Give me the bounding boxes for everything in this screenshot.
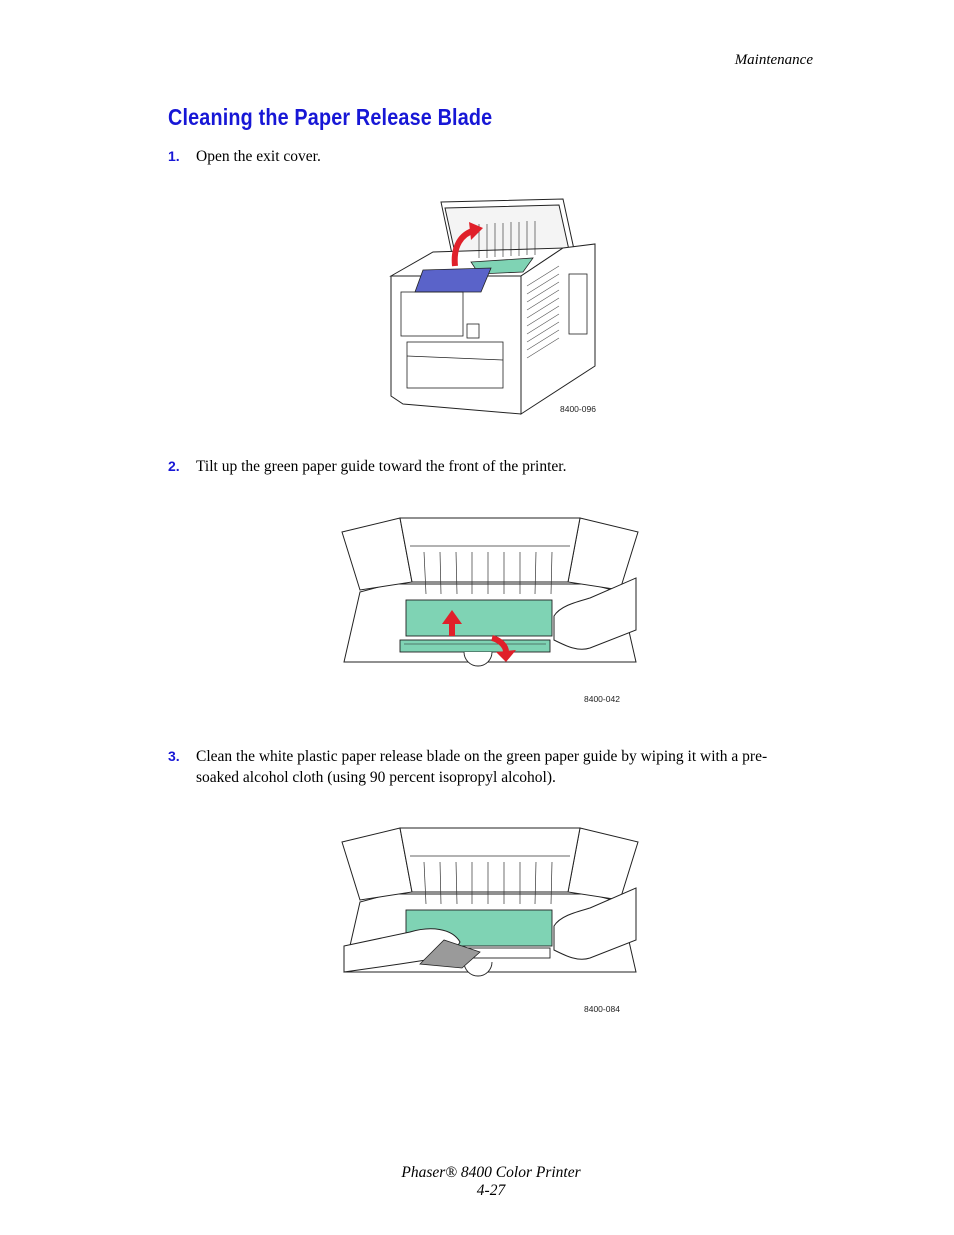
tilt-paper-guide-illustration: 8400-042: [340, 512, 640, 707]
step-1: 1. Open the exit cover.: [168, 146, 808, 167]
step-text: Open the exit cover.: [196, 148, 321, 165]
running-head: Maintenance: [734, 52, 813, 68]
figure-code: 8400-042: [584, 694, 620, 704]
step-2: 2. Tilt up the green paper guide toward …: [168, 456, 808, 477]
paper-guide-open-drawing: [341, 517, 639, 667]
printer-exit-cover-illustration: 8400-096: [383, 196, 603, 421]
figure-code: 8400-084: [584, 1004, 620, 1014]
step-text: Tilt up the green paper guide toward the…: [196, 458, 567, 475]
step-number: 1.: [168, 148, 180, 164]
page-footer: Phaser® 8400 Color Printer 4-27: [0, 1164, 954, 1200]
printer-open-cover-drawing: [389, 198, 596, 415]
wiping-blade-drawing: [341, 827, 639, 977]
step-3: 3. Clean the white plastic paper release…: [168, 746, 808, 788]
step-number: 2.: [168, 458, 180, 474]
footer-product: Phaser® 8400 Color Printer: [401, 1164, 581, 1181]
step-number: 3.: [168, 748, 180, 764]
footer-page-number: 4-27: [476, 1182, 506, 1199]
section-title: Cleaning the Paper Release Blade: [168, 104, 493, 130]
clean-release-blade-illustration: 8400-084: [340, 822, 640, 1017]
step-text: Clean the white plastic paper release bl…: [196, 748, 768, 786]
figure-code: 8400-096: [560, 404, 596, 414]
